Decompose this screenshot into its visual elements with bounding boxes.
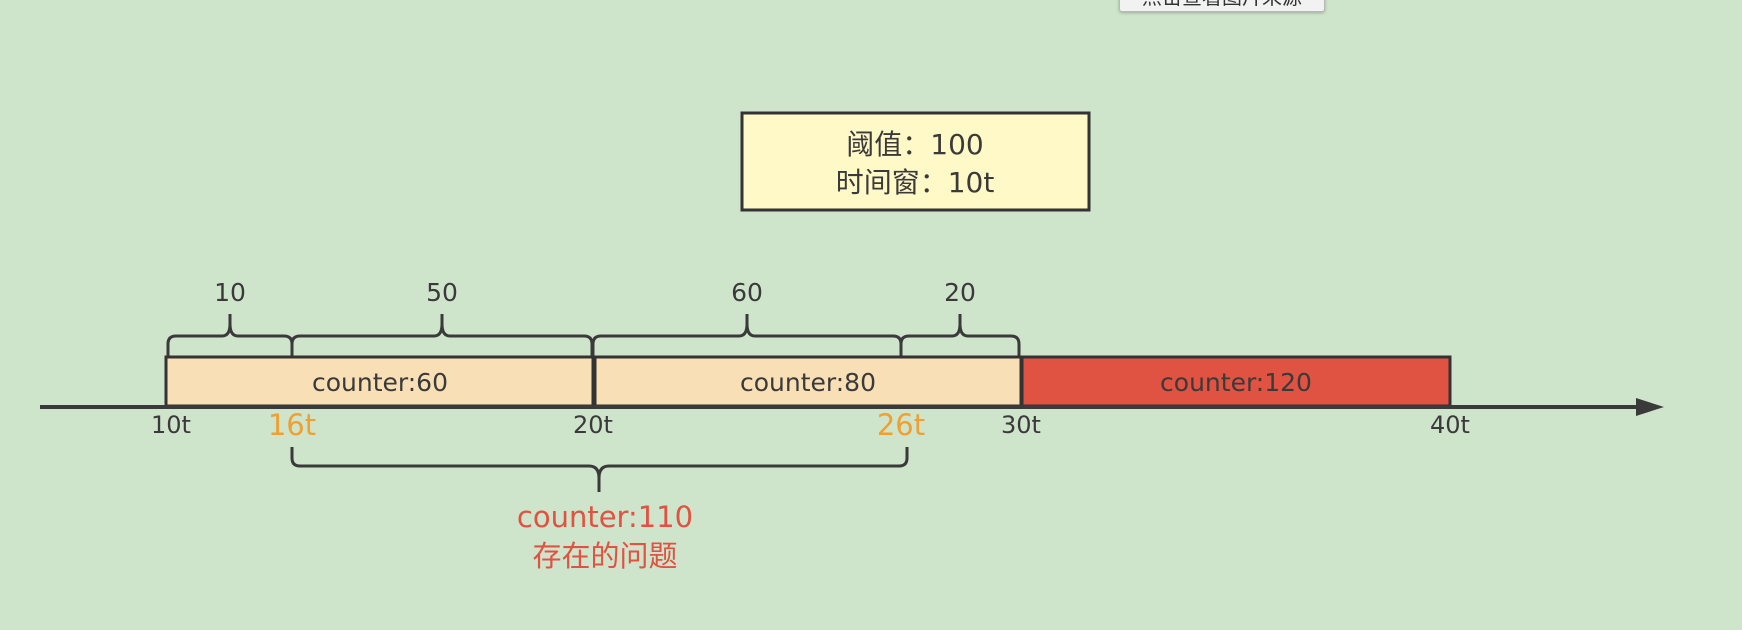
problem-note-text: 存在的问题	[532, 539, 677, 573]
window-segments: counter:60 counter:80 counter:120	[164, 355, 1452, 408]
tick-40t: 40t	[1430, 411, 1470, 439]
problem-annotation: counter:110 存在的问题	[517, 500, 693, 573]
segment-label-counter-80: counter:80	[740, 368, 876, 397]
brace-label-50: 50	[426, 278, 458, 307]
threshold-text: 阈值：100	[846, 128, 983, 161]
tick-16t: 16t	[268, 408, 316, 442]
brace-10	[166, 314, 294, 356]
problem-window-brace	[290, 447, 909, 492]
brace-label-60: 60	[731, 278, 763, 307]
tick-26t: 26t	[877, 408, 925, 442]
axis-arrow-icon	[1636, 398, 1664, 416]
brace-label-10: 10	[214, 278, 246, 307]
problem-counter-text: counter:110	[517, 500, 693, 534]
segment-label-counter-60: counter:60	[312, 368, 448, 397]
top-braces	[166, 314, 1021, 356]
tick-labels: 10t 16t 20t 26t 30t 40t	[151, 408, 1470, 442]
time-window-text: 时间窗：10t	[836, 166, 995, 199]
brace-60	[591, 314, 903, 356]
view-image-source-button[interactable]: 点击查看图片来源	[1119, 0, 1325, 12]
top-brace-labels: 10 50 60 20	[214, 278, 976, 307]
time-axis	[40, 398, 1664, 416]
tick-10t: 10t	[151, 411, 191, 439]
segment-label-counter-120: counter:120	[1160, 368, 1312, 397]
brace-50	[290, 314, 594, 356]
brace-label-20: 20	[944, 278, 976, 307]
info-box-frame	[740, 111, 1091, 212]
tick-20t: 20t	[573, 411, 613, 439]
segment-counter-120	[1020, 355, 1452, 408]
brace-20	[899, 314, 1021, 356]
tick-30t: 30t	[1001, 411, 1041, 439]
info-box: 阈值：100 时间窗：10t	[740, 111, 1091, 212]
